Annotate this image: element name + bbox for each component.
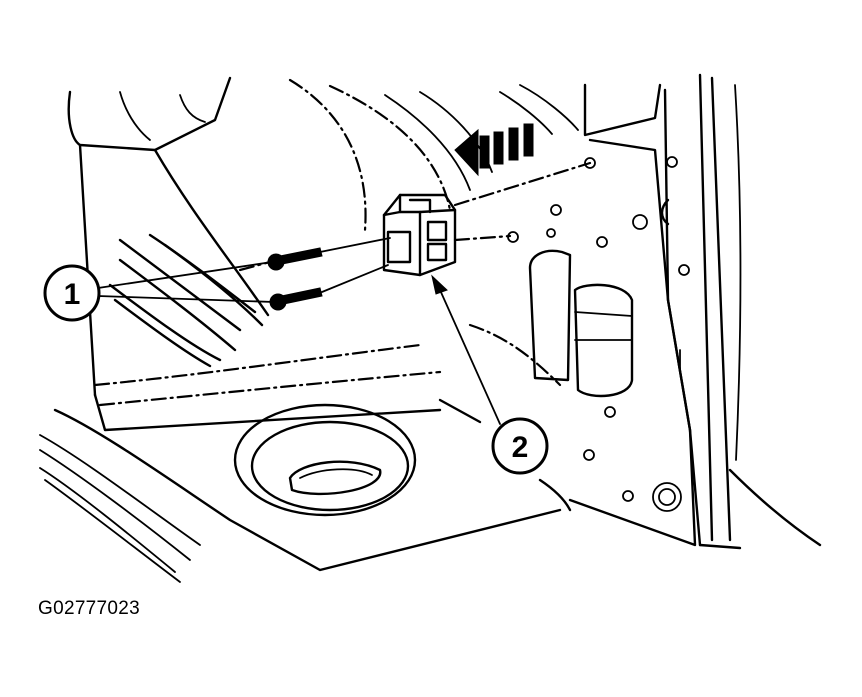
body-sill-left (93, 233, 442, 432)
hinge-bolts (267, 237, 391, 311)
callout-1-label: 1 (64, 278, 81, 311)
callout-1-circle (43, 264, 101, 322)
arrow-forward-icon (454, 123, 534, 177)
callout-2: 2 (431, 274, 549, 475)
door-inner-panel (468, 138, 697, 547)
callout-2-label: 2 (512, 431, 529, 464)
floor-panel (39, 398, 572, 583)
door-hinge (382, 193, 457, 277)
body-panel-upper (67, 76, 662, 397)
figure-id: G02777023 (38, 598, 141, 619)
door-frame-right (660, 73, 822, 550)
callout-2-circle (491, 417, 549, 475)
callout-1: 1 (43, 261, 275, 322)
